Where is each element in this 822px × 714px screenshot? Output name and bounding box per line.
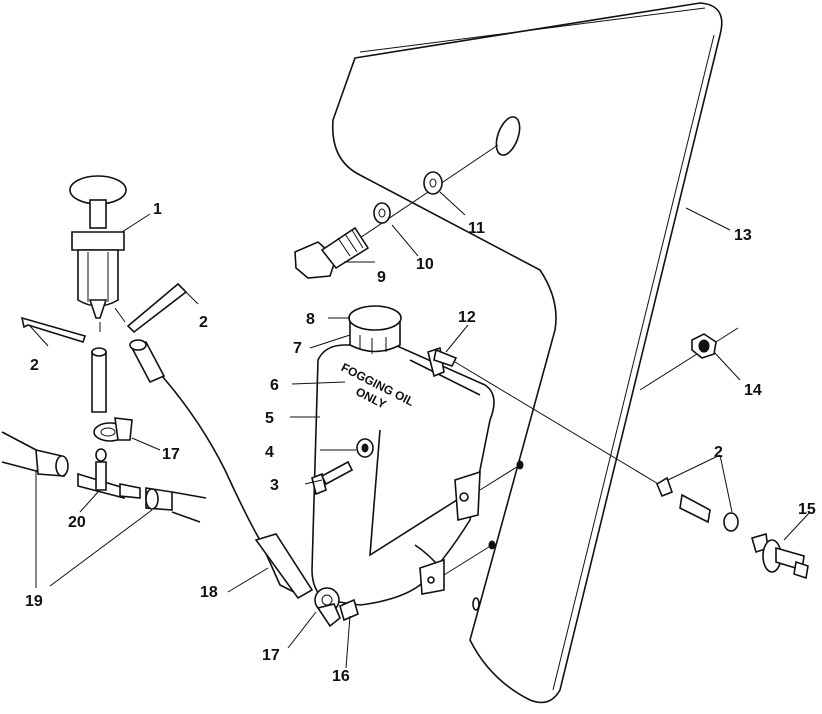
grommets xyxy=(93,417,341,628)
mounting-panel xyxy=(331,2,723,704)
tank-cap xyxy=(348,305,402,354)
callout-6: 6 xyxy=(270,377,279,394)
callout-2c: 2 xyxy=(714,444,723,461)
callout-5: 5 xyxy=(265,410,274,427)
callout-14: 14 xyxy=(744,382,762,399)
primer-pump xyxy=(69,175,127,332)
tank-screw xyxy=(311,438,374,496)
callout-12: 12 xyxy=(458,309,476,326)
callout-10: 10 xyxy=(416,256,434,273)
callout-18: 18 xyxy=(200,584,218,601)
callout-3: 3 xyxy=(270,477,279,494)
callout-17b: 17 xyxy=(262,647,280,664)
bolt-assembly xyxy=(294,144,499,279)
callout-2b: 2 xyxy=(30,357,39,374)
callout-8: 8 xyxy=(306,311,315,328)
leader-lines xyxy=(29,191,811,669)
callout-7: 7 xyxy=(293,340,302,357)
callout-17a: 17 xyxy=(162,446,180,463)
callout-1: 1 xyxy=(153,201,162,218)
callout-2a: 2 xyxy=(199,314,208,331)
callout-19: 19 xyxy=(25,593,43,610)
tee-assembly xyxy=(1,431,207,523)
tank-fitting xyxy=(339,598,359,622)
callout-15: 15 xyxy=(798,501,816,518)
hose-clamps xyxy=(20,282,739,532)
callout-11: 11 xyxy=(468,220,485,237)
elbow-fitting xyxy=(427,346,661,486)
callout-20: 20 xyxy=(68,514,86,531)
fogging-oil-tank: FOGGING OIL ONLY xyxy=(311,344,524,606)
callout-9: 9 xyxy=(377,269,386,286)
callout-16: 16 xyxy=(332,668,350,685)
fuel-lines xyxy=(91,339,314,600)
callout-13: 13 xyxy=(734,227,752,244)
nut xyxy=(639,327,739,391)
callouts: 1 2 2 2 3 4 5 6 7 8 9 10 11 12 13 14 15 … xyxy=(25,201,816,685)
vent-fitting xyxy=(751,532,809,580)
callout-4: 4 xyxy=(265,444,274,461)
